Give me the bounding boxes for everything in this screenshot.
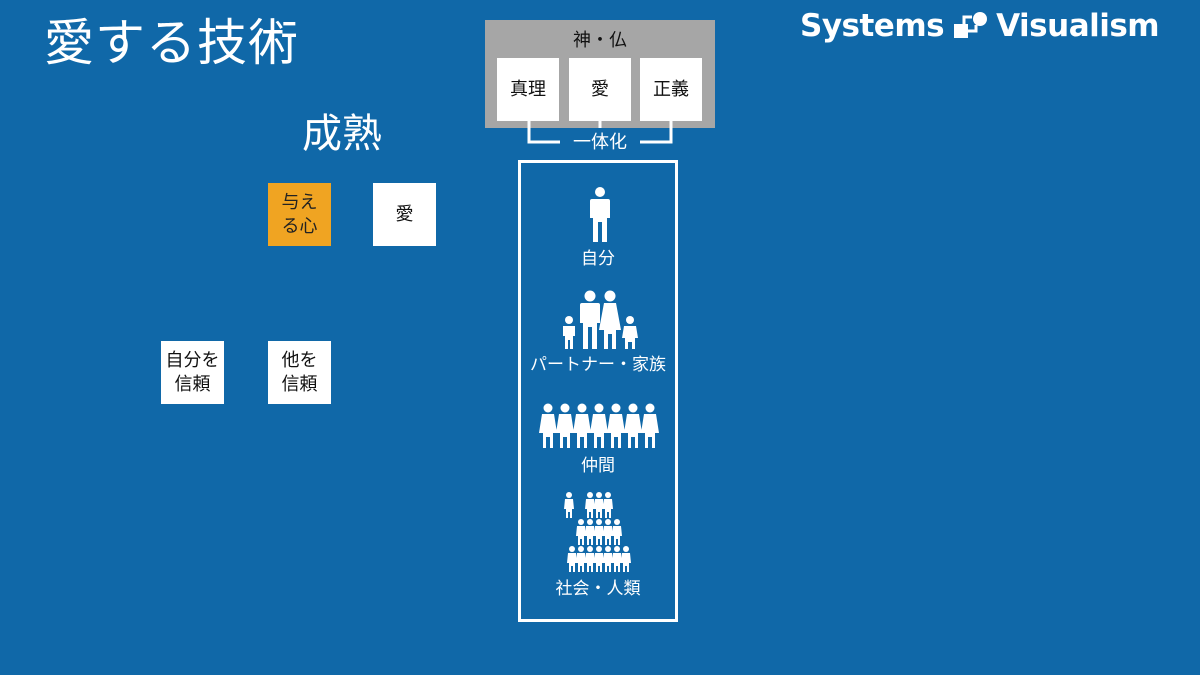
level-label-society: 社会・人類 (555, 579, 641, 599)
family-icon (563, 290, 638, 349)
brand-text-second: Visualism (996, 8, 1160, 44)
person-icon (590, 187, 610, 242)
crowd-icon (564, 492, 631, 572)
trust-self-label: 自分を 信頼 (165, 349, 220, 395)
divine-title: 神・仏 (573, 30, 627, 51)
trust-others-label: 他を 信頼 (281, 349, 318, 395)
attribute-love-card: 愛 (569, 58, 631, 121)
page-title: 愛する技術 (44, 14, 299, 72)
attribute-love-label: 愛 (591, 78, 609, 100)
systems-visualism-logo (954, 11, 988, 41)
brand-text-first: Systems (800, 8, 945, 44)
brand-logo: Systems Visualism (800, 4, 1160, 48)
attribute-truth-card: 真理 (497, 58, 559, 121)
attribute-justice-label: 正義 (653, 78, 689, 100)
unify-label: 一体化 (573, 132, 627, 153)
trust-self-card: 自分を 信頼 (161, 341, 224, 404)
levels-column (518, 160, 678, 622)
love-label: 愛 (395, 203, 414, 225)
giving-heart-card: 与え る心 (268, 183, 331, 246)
level-label-peers: 仲間 (581, 456, 615, 476)
attribute-truth-label: 真理 (510, 78, 546, 100)
maturity-heading: 成熟 (302, 111, 382, 157)
level-label-family: パートナー・家族 (530, 355, 666, 375)
love-card: 愛 (373, 183, 436, 246)
group-icon (539, 403, 659, 448)
attribute-justice-card: 正義 (640, 58, 702, 121)
level-label-self: 自分 (581, 249, 615, 269)
giving-heart-label: 与え る心 (281, 191, 318, 237)
trust-others-card: 他を 信頼 (268, 341, 331, 404)
